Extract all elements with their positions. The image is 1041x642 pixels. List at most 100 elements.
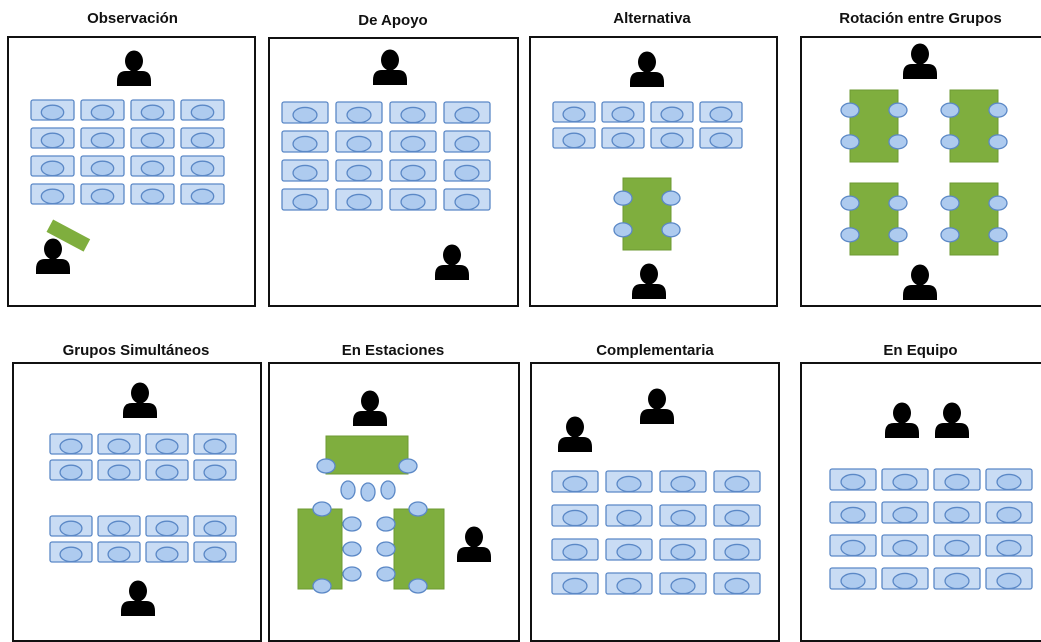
- desk-icon: [80, 155, 125, 177]
- desk-icon: [130, 155, 175, 177]
- person-icon: [640, 388, 674, 424]
- desk-icon: [699, 101, 743, 123]
- chair-icon: [988, 195, 1008, 211]
- panel-grupos-simultaneos: [12, 362, 262, 642]
- desk-icon: [145, 541, 189, 563]
- person-icon: [373, 49, 407, 85]
- desk-icon: [985, 468, 1033, 491]
- desk-icon: [30, 155, 75, 177]
- panel-en-equipo: [800, 362, 1041, 642]
- group-table-icon: [849, 182, 899, 256]
- group-table-icon: [622, 177, 672, 251]
- desk-icon: [829, 567, 877, 590]
- desk-icon: [389, 188, 437, 211]
- en-equipo-diagram: [829, 402, 1033, 590]
- panel-rotacion: [800, 36, 1041, 307]
- chair-icon: [342, 516, 362, 532]
- chair-icon: [342, 566, 362, 582]
- desk-icon: [97, 459, 141, 481]
- desk-icon: [650, 127, 694, 149]
- desk-icon: [145, 433, 189, 455]
- chair-icon: [376, 541, 396, 557]
- panel-de-apoyo: [268, 37, 519, 307]
- desk-icon: [985, 501, 1033, 524]
- desk-icon: [985, 567, 1033, 590]
- desk-icon: [443, 188, 491, 211]
- desk-icon: [699, 127, 743, 149]
- de-apoyo-diagram: [281, 49, 491, 280]
- chair-icon: [408, 578, 428, 594]
- panel-title-en-equipo: En Equipo: [883, 342, 958, 359]
- panel-title-complementaria: Complementaria: [596, 342, 714, 359]
- chair-icon: [312, 501, 332, 517]
- chair-icon: [888, 195, 908, 211]
- desk-icon: [80, 99, 125, 121]
- group-table-icon: [949, 89, 999, 163]
- desk-icon: [551, 504, 599, 527]
- panel-title-en-estaciones: En Estaciones: [341, 342, 445, 359]
- desk-icon: [601, 101, 645, 123]
- desk-icon: [659, 470, 707, 493]
- person-icon: [885, 402, 919, 438]
- chair-icon: [380, 480, 396, 500]
- desk-icon: [551, 470, 599, 493]
- group-table-icon: [849, 89, 899, 163]
- desk-icon: [881, 468, 929, 491]
- chair-icon: [398, 458, 418, 474]
- desk-icon: [281, 188, 329, 211]
- person-icon: [903, 264, 937, 300]
- desk-icon: [145, 515, 189, 537]
- desk-icon: [881, 534, 929, 557]
- desk-icon: [49, 515, 93, 537]
- desk-icon: [605, 572, 653, 595]
- desk-icon: [180, 183, 225, 205]
- desk-icon: [97, 541, 141, 563]
- desk-icon: [601, 127, 645, 149]
- desk-icon: [389, 159, 437, 182]
- person-icon: [121, 580, 155, 616]
- desk-icon: [49, 541, 93, 563]
- desk-icon: [30, 127, 75, 149]
- desk-icon: [605, 470, 653, 493]
- chair-icon: [360, 482, 376, 502]
- person-icon: [558, 416, 592, 452]
- person-icon: [630, 51, 664, 87]
- person-icon: [903, 43, 937, 79]
- chair-icon: [661, 222, 681, 238]
- desk-icon: [281, 101, 329, 124]
- desk-icon: [130, 127, 175, 149]
- desk-icon: [933, 468, 981, 491]
- desk-icon: [97, 433, 141, 455]
- desk-icon: [389, 130, 437, 153]
- panel-en-estaciones: [268, 362, 520, 642]
- desk-icon: [713, 504, 761, 527]
- desk-icon: [659, 538, 707, 561]
- person-icon: [117, 50, 151, 86]
- rotacion-diagram: [840, 43, 1008, 300]
- group-table-icon: [949, 182, 999, 256]
- desk-icon: [443, 159, 491, 182]
- chair-icon: [408, 501, 428, 517]
- person-icon: [435, 244, 469, 280]
- en-estaciones-diagram: [297, 390, 491, 594]
- desk-icon: [881, 501, 929, 524]
- person-icon: [632, 263, 666, 299]
- desk-icon: [659, 504, 707, 527]
- desk-icon: [80, 127, 125, 149]
- desk-icon: [933, 501, 981, 524]
- grupos-simultaneos-diagram: [49, 382, 237, 616]
- desk-icon: [130, 99, 175, 121]
- group-table-icon: [325, 435, 409, 475]
- desk-icon: [659, 572, 707, 595]
- chair-icon: [613, 222, 633, 238]
- person-icon: [123, 382, 157, 418]
- desk-icon: [97, 515, 141, 537]
- group-table-icon: [393, 508, 445, 590]
- complementaria-diagram: [551, 388, 761, 595]
- desk-icon: [829, 501, 877, 524]
- desk-icon: [193, 433, 237, 455]
- desk-icon: [933, 567, 981, 590]
- person-icon: [457, 526, 491, 562]
- person-icon: [36, 238, 70, 274]
- chair-icon: [316, 458, 336, 474]
